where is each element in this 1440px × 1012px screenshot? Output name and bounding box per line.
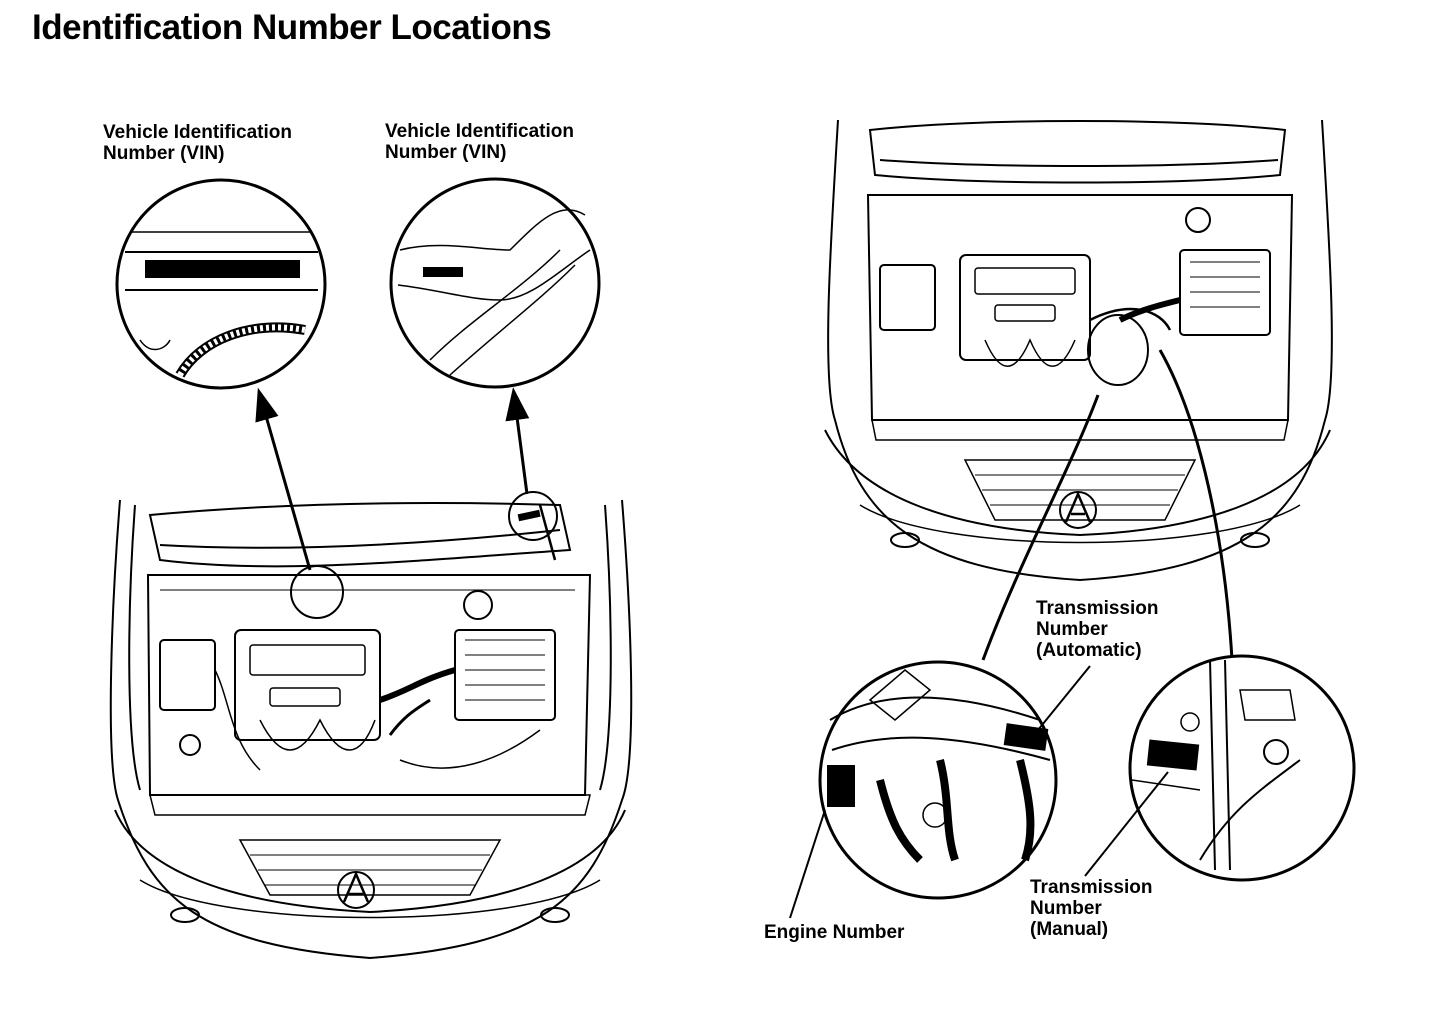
vin-plate-icon (517, 509, 541, 522)
vin-label-right-line2: Number (VIN) (385, 142, 507, 163)
transmission-manual-line3: (Manual) (1030, 919, 1109, 940)
vin-label-right: Vehicle Identification Number (VIN) (385, 121, 574, 163)
leader-transmission-automatic (1037, 665, 1091, 731)
transmission-automatic-line3: (Automatic) (1036, 640, 1142, 661)
transmission-manual-line2: Number (1030, 898, 1102, 919)
engine-number-line1: Engine Number (764, 922, 905, 943)
engine-number-label: Engine Number (764, 922, 904, 943)
engine-number-callout (818, 660, 1058, 900)
leader-transmission-manual-label (1084, 771, 1169, 877)
leader-transmission-manual (1158, 349, 1234, 661)
transmission-manual-label: Transmission Number (Manual) (1030, 877, 1153, 940)
arrow-to-vin-right (505, 387, 530, 495)
leader-engine-number (981, 394, 1100, 661)
vin-plate-left (145, 260, 300, 278)
transmission-manual-line1: Transmission (1030, 877, 1153, 898)
vin-label-left-line1: Vehicle Identification (103, 122, 292, 143)
arrow-to-vin-left (255, 387, 312, 571)
transmission-automatic-plate (1003, 723, 1049, 751)
vin-location-marker-hood (508, 491, 558, 541)
transmission-automatic-line1: Transmission (1036, 598, 1159, 619)
transmission-automatic-label: Transmission Number (Automatic) (1036, 598, 1159, 661)
engine-number-plate (827, 765, 855, 807)
page-title: Identification Number Locations (32, 8, 552, 47)
left-car-illustration (109, 499, 633, 960)
vin-label-left: Vehicle Identification Number (VIN) (103, 122, 292, 164)
transmission-manual-plate (1146, 739, 1200, 771)
vin-callout-left (115, 178, 327, 390)
right-car-illustration (824, 119, 1333, 582)
vin-label-left-line2: Number (VIN) (103, 143, 225, 164)
transmission-manual-callout (1128, 654, 1356, 882)
leader-transmission-automatic-origin (1089, 307, 1172, 331)
acura-emblem-icon-right (1059, 490, 1097, 529)
transmission-automatic-line2: Number (1036, 619, 1108, 640)
vin-callout-right (389, 177, 601, 389)
vin-plate-right (423, 267, 463, 277)
vin-location-marker-windshield (290, 565, 344, 619)
acura-emblem-icon (337, 870, 375, 909)
leader-engine-number-label (789, 809, 826, 919)
vin-label-right-line1: Vehicle Identification (385, 121, 574, 142)
